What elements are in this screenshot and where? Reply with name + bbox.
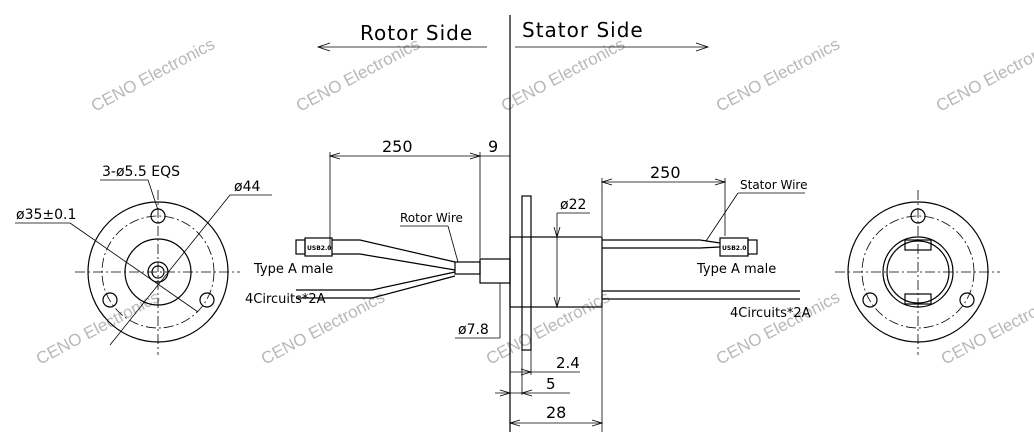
rotor-circuits-label: 4Circuits*2A	[245, 292, 326, 307]
rotor-wire-label: Rotor Wire	[400, 211, 463, 225]
mounting-hole	[199, 292, 215, 308]
pitch-circle	[861, 215, 975, 329]
rotor-lead-length: 250	[382, 137, 413, 156]
holes-leader	[147, 179, 159, 211]
mounting-hole	[102, 292, 118, 308]
slip-ring-body	[509, 236, 603, 308]
watermark: CENO Electronics	[713, 287, 843, 368]
stator-end-view	[835, 190, 1000, 355]
usb-mark: USB2.0	[722, 245, 746, 252]
outer-diameter-label: ø44	[234, 179, 260, 195]
pcd-label: ø35±0.1	[16, 207, 76, 223]
cable-exit-slot	[904, 293, 932, 305]
rotor-power-wire	[371, 271, 456, 291]
mounting-hole	[910, 208, 926, 224]
shaft-bore	[151, 265, 165, 279]
dim-arrow	[553, 296, 561, 309]
rotor-end-view: 3-ø5.5 EQS ø44 ø35±0.1	[15, 164, 272, 355]
watermark-layer: CENO Electronics CENO Electronics CENO E…	[33, 34, 1034, 368]
dim-arrow	[499, 389, 512, 397]
body-inner-circle	[886, 240, 950, 304]
flange-offset-dim: 5	[546, 375, 556, 393]
watermark: CENO Electronics	[483, 287, 613, 368]
rotor-wire-leader	[447, 225, 459, 263]
dim-arrow	[591, 419, 604, 427]
mounting-hole	[862, 292, 878, 308]
watermark: CENO Electronics	[938, 287, 1034, 368]
rotor-arrowhead	[316, 42, 331, 52]
flange-outer-circle	[847, 201, 989, 343]
stator-connector-label: Type A male	[696, 262, 776, 277]
stator-wire-leader	[705, 192, 739, 242]
side-headers: Rotor Side Stator Side	[316, 15, 710, 432]
usb-plug-tip	[295, 239, 306, 255]
dim-arrow	[520, 368, 533, 376]
pitch-circle	[101, 215, 215, 329]
body-circle	[882, 236, 954, 308]
rotor-usb-cable-bottom	[332, 253, 456, 271]
od-diameter-line	[109, 194, 231, 346]
side-view: 250 9 USB2.0 Type A male 4Circuits*2A Ro…	[245, 137, 811, 432]
flange	[521, 195, 532, 351]
watermark: CENO Electronics	[933, 34, 1034, 115]
watermark: CENO Electronics	[88, 34, 218, 115]
flange-outer-circle	[87, 201, 229, 343]
body-circle	[124, 238, 192, 306]
rotor-gap-dim: 9	[488, 137, 498, 156]
dim-arrow	[520, 389, 533, 397]
stator-arrowhead	[695, 42, 710, 52]
stator-wire-label: Stator Wire	[740, 178, 807, 192]
wire-sleeve	[454, 261, 481, 275]
dim-arrow	[508, 419, 521, 427]
cable-exit-slot	[904, 239, 932, 251]
shaft-diameter-label: ø7.8	[458, 322, 489, 338]
stator-usb-cable-top	[602, 239, 721, 244]
usb-plug-tip	[747, 239, 758, 255]
watermark: CENO Electronics	[713, 34, 843, 115]
dim-arrow	[553, 226, 561, 239]
rotor-usb-connector	[304, 237, 333, 257]
rotor-connector-label: Type A male	[253, 262, 333, 277]
stator-lead-length: 250	[650, 163, 681, 182]
dim-arrow	[714, 178, 727, 186]
stator-side-title: Stator Side	[522, 18, 644, 42]
body-length-dim: 28	[546, 403, 566, 422]
watermark: CENO Electronics	[33, 287, 163, 368]
pcd-diameter-line	[69, 222, 199, 313]
rotor-shaft	[479, 258, 511, 284]
rotor-side-title: Rotor Side	[360, 21, 473, 45]
stator-usb-cable-bottom	[602, 246, 721, 249]
usb-mark: USB2.0	[307, 245, 331, 252]
holes-label: 3-ø5.5 EQS	[102, 164, 180, 180]
stator-circuits-label: 4Circuits*2A	[730, 306, 811, 321]
rotor-usb-cable-top	[332, 239, 456, 263]
body-diameter-label: ø22	[560, 197, 586, 213]
flange-thickness-dim: 2.4	[556, 354, 580, 372]
dim-arrow	[600, 178, 613, 186]
rotor-power-wire	[371, 275, 456, 299]
dim-arrow	[328, 152, 341, 160]
mounting-hole	[959, 292, 975, 308]
